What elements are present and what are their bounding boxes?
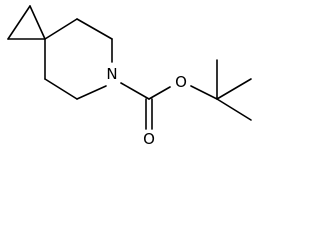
cyclopropane-bond	[29, 5, 46, 40]
cyclopropane-bond	[7, 5, 31, 40]
ester-oxygen-atom-label: O	[175, 73, 187, 91]
structural-formula: N O O	[7, 5, 252, 148]
tert-butyl-bond	[216, 98, 252, 121]
piperidine-bond	[76, 85, 107, 100]
n-c-bond	[120, 82, 150, 100]
o-c-bond	[190, 85, 218, 100]
tert-butyl-bond	[216, 78, 252, 100]
piperidine-bond	[44, 78, 78, 100]
carbonyl-oxygen-atom-label: O	[143, 130, 155, 148]
piperidine-bond	[76, 18, 113, 40]
piperidine-bond	[44, 18, 78, 40]
c-o-bond	[148, 86, 171, 100]
nitrogen-atom-label: N	[106, 65, 117, 83]
